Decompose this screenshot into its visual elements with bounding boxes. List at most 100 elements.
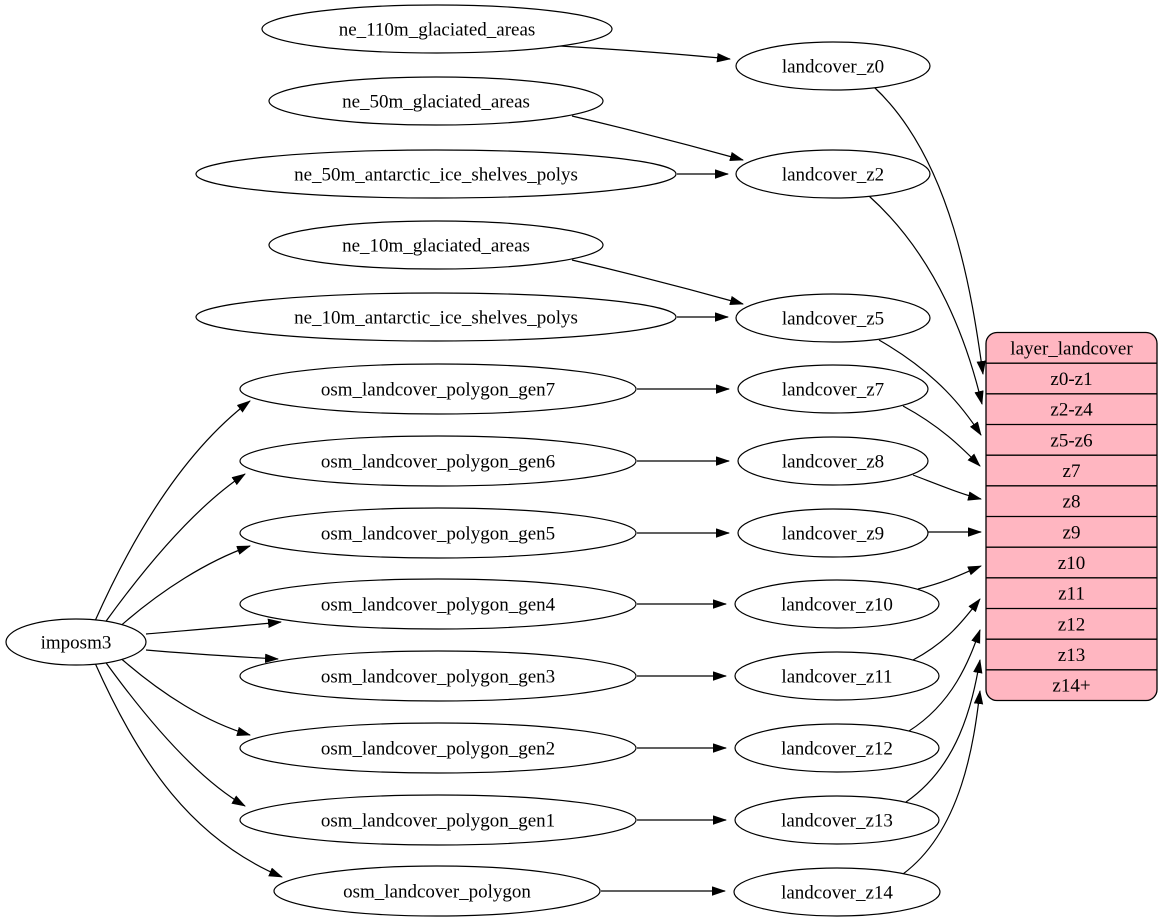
node-osm-landcover-polygon-label: osm_landcover_polygon	[343, 882, 531, 903]
node-osm-landcover-polygon-gen2-shape	[239, 722, 637, 774]
node-osm-landcover-polygon-gen3: osm_landcover_polygon_gen3	[239, 650, 637, 702]
node-imposm3-shape	[5, 618, 147, 666]
node-osm-landcover-polygon-gen6: osm_landcover_polygon_gen6	[239, 435, 637, 487]
node-landcover-z10-label: landcover_z10	[781, 595, 893, 616]
node-osm-landcover-polygon-gen4-label: osm_landcover_polygon_gen4	[321, 595, 556, 616]
node-landcover-z0: landcover_z0	[735, 41, 931, 91]
edge-imposm3-to-gen5	[116, 545, 251, 630]
edge-z0-to-row-z0-z1	[873, 86, 986, 375]
node-osm-landcover-polygon-gen5-shape	[239, 507, 637, 559]
node-ne-110m-glaciated-areas-label: ne_110m_glaciated_areas	[339, 20, 536, 41]
layer-row-z2-z4: z2-z4	[1050, 400, 1093, 421]
edge-imposm3-to-gen4	[145, 618, 282, 635]
edge-z11-to-row-z11	[912, 598, 981, 661]
node-imposm3-label: imposm3	[41, 633, 112, 654]
node-landcover-z5-shape	[735, 293, 931, 343]
layer-row-z14plus: z14+	[1052, 676, 1090, 697]
node-osm-landcover-polygon-gen2: osm_landcover_polygon_gen2	[239, 722, 637, 774]
node-osm-landcover-polygon-gen3-label: osm_landcover_polygon_gen3	[321, 667, 555, 688]
node-landcover-z13: landcover_z13	[734, 795, 940, 845]
node-osm-landcover-polygon-gen6-shape	[239, 435, 637, 487]
node-landcover-z8-label: landcover_z8	[782, 452, 884, 473]
node-landcover-z13-shape	[734, 795, 940, 845]
node-landcover-z11: landcover_z11	[734, 651, 940, 701]
edge-z10-to-row-z10	[917, 565, 982, 590]
node-landcover-z9-label: landcover_z9	[782, 524, 884, 545]
node-osm-landcover-polygon-gen5-label: osm_landcover_polygon_gen5	[321, 524, 555, 545]
node-ne-10m-glaciated-areas: ne_10m_glaciated_areas	[268, 220, 604, 270]
node-osm-landcover-polygon-gen4-shape	[239, 578, 637, 630]
edge-ne50m-glaciated-to-z2	[571, 115, 744, 162]
node-landcover-z10: landcover_z10	[734, 579, 940, 629]
layer-row-z8: z8	[1063, 492, 1081, 513]
node-osm-landcover-polygon-gen1: osm_landcover_polygon_gen1	[239, 794, 637, 846]
node-osm-landcover-polygon-gen5: osm_landcover_polygon_gen5	[239, 507, 637, 559]
layer-row-z7: z7	[1063, 461, 1081, 482]
node-landcover-z7-shape	[737, 364, 929, 414]
node-landcover-z8: landcover_z8	[737, 436, 929, 486]
node-osm-landcover-polygon-gen4: osm_landcover_polygon_gen4	[239, 578, 637, 630]
edge-z8-to-row-z8	[912, 474, 982, 501]
edge-z14-to-row-z14plus	[902, 690, 984, 875]
node-landcover-z0-shape	[735, 41, 931, 91]
node-landcover-z0-label: landcover_z0	[782, 57, 884, 78]
node-landcover-z10-shape	[734, 579, 940, 629]
node-ne-110m-glaciated-areas-shape	[261, 4, 613, 54]
node-ne-50m-glaciated-areas-shape	[268, 76, 604, 126]
node-osm-landcover-polygon-gen7-label: osm_landcover_polygon_gen7	[321, 380, 555, 401]
layer-row-z11: z11	[1058, 584, 1085, 605]
node-landcover-z12-label: landcover_z12	[781, 739, 893, 760]
layer-row-z9: z9	[1063, 522, 1081, 543]
edge-imposm3-to-polygon	[94, 662, 283, 878]
edge-imposm3-to-gen6	[103, 473, 246, 625]
node-ne-50m-antarctic-ice-shelves-polys-label: ne_50m_antarctic_ice_shelves_polys	[294, 165, 578, 186]
node-ne-10m-glaciated-areas-label: ne_10m_glaciated_areas	[342, 236, 530, 257]
edge-imposm3-to-gen3	[145, 649, 279, 663]
node-ne-50m-glaciated-areas-label: ne_50m_glaciated_areas	[342, 92, 530, 113]
node-osm-landcover-polygon-gen1-label: osm_landcover_polygon_gen1	[321, 811, 555, 832]
node-osm-landcover-polygon-gen1-shape	[239, 794, 637, 846]
layer-row-z0-z1: z0-z1	[1050, 369, 1092, 390]
node-osm-landcover-polygon-gen2-label: osm_landcover_polygon_gen2	[321, 739, 555, 760]
layer-row-z13: z13	[1058, 645, 1085, 666]
node-landcover-z14: landcover_z14	[733, 867, 941, 917]
node-ne-50m-antarctic-ice-shelves-polys: ne_50m_antarctic_ice_shelves_polys	[195, 149, 677, 199]
node-landcover-z2: landcover_z2	[735, 149, 931, 199]
node-landcover-z12-shape	[734, 723, 940, 773]
node-ne-10m-antarctic-ice-shelves-polys-label: ne_10m_antarctic_ice_shelves_polys	[294, 308, 578, 329]
edge-imposm3-to-gen7	[94, 400, 251, 622]
node-ne-110m-glaciated-areas: ne_110m_glaciated_areas	[261, 4, 613, 54]
edge-ne110m-to-z0	[559, 45, 731, 63]
node-ne-10m-antarctic-ice-shelves-polys-shape	[195, 292, 677, 342]
node-landcover-z11-shape	[734, 651, 940, 701]
node-landcover-z5-label: landcover_z5	[782, 309, 884, 330]
node-ne-50m-glaciated-areas: ne_50m_glaciated_areas	[268, 76, 604, 126]
node-imposm3: imposm3	[5, 618, 147, 666]
node-ne-10m-glaciated-areas-shape	[268, 220, 604, 270]
node-landcover-z5: landcover_z5	[735, 293, 931, 343]
node-osm-landcover-polygon-gen7: osm_landcover_polygon_gen7	[239, 363, 637, 415]
edge-z7-to-row-z7	[902, 405, 981, 467]
node-landcover-z12: landcover_z12	[734, 723, 940, 773]
layer-row-z12: z12	[1058, 614, 1085, 635]
layer-landcover-title: layer_landcover	[1010, 338, 1133, 359]
node-ne-10m-antarctic-ice-shelves-polys: ne_10m_antarctic_ice_shelves_polys	[195, 292, 677, 342]
edge-z2-to-row-z2-z4	[868, 195, 984, 405]
node-landcover-z14-shape	[733, 867, 941, 917]
node-osm-landcover-polygon-gen3-shape	[239, 650, 637, 702]
edge-imposm3-to-gen2	[116, 654, 251, 736]
edge-z13-to-row-z13	[905, 659, 983, 803]
node-landcover-z9-shape	[737, 508, 929, 558]
layer-row-z10: z10	[1058, 553, 1085, 574]
edges-layer	[94, 45, 986, 896]
node-osm-landcover-polygon-gen7-shape	[239, 363, 637, 415]
node-osm-landcover-polygon-shape	[273, 865, 601, 917]
edge-z12-to-row-z12	[908, 629, 981, 732]
node-landcover-z14-label: landcover_z14	[781, 883, 893, 904]
node-layer-landcover: layer_landcover z0-z1 z2-z4 z5-z6 z7 z8 …	[985, 331, 1158, 702]
node-landcover-z13-label: landcover_z13	[781, 811, 893, 832]
node-landcover-z8-shape	[737, 436, 929, 486]
layer-row-z5-z6: z5-z6	[1050, 430, 1092, 451]
edge-z5-to-row-z5-z6	[878, 339, 982, 436]
